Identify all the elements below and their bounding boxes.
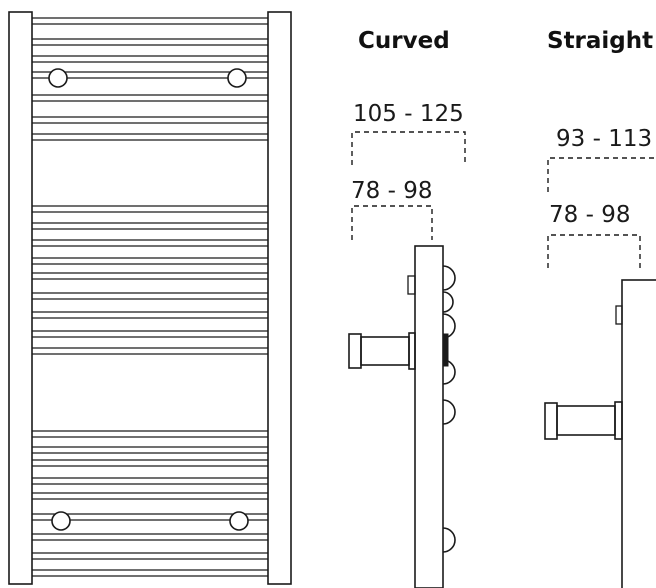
curved-bar-end [442, 399, 456, 425]
bracket-top-right [227, 68, 247, 88]
bracket-top-left [48, 68, 68, 88]
straight-bracket-collar [614, 401, 623, 440]
curved-wall-bracket [348, 332, 416, 370]
straight-bracket-plate [544, 402, 558, 440]
straight-side-view: 93 - 113 78 - 98 [544, 126, 656, 588]
curved-connector-block [442, 333, 449, 367]
curved-bar-end [442, 527, 456, 553]
bracket-bottom-right [229, 511, 249, 531]
header-straight: Straight [547, 28, 653, 54]
left-upright [8, 11, 33, 585]
curved-bracket-plate [348, 333, 362, 369]
straight-bracket-arm [556, 405, 616, 436]
header-curved: Curved [358, 28, 450, 54]
curved-bar-end [442, 291, 454, 313]
right-upright [267, 11, 292, 585]
curved-wall-depth-label: 78 - 98 [351, 178, 432, 204]
front-view-towel-rail [8, 11, 292, 585]
wall-brackets [48, 68, 249, 531]
bracket-bottom-left [51, 511, 71, 531]
curved-total-depth-dimension [351, 131, 466, 165]
straight-wall-bracket [544, 401, 623, 440]
straight-wall-depth-dimension [547, 234, 641, 268]
curved-wall-depth-dimension [351, 205, 433, 240]
horizontal-bars [32, 17, 268, 577]
curved-side-view: 105 - 125 78 - 98 [348, 101, 466, 588]
curved-upright [414, 245, 444, 588]
straight-total-depth-dimension [547, 157, 656, 192]
curved-total-depth-label: 105 - 125 [353, 101, 464, 127]
curved-bracket-collar [408, 332, 416, 370]
curved-bracket-arm [360, 336, 410, 366]
curved-top-clip [407, 275, 416, 295]
curved-bar-end [442, 265, 456, 291]
straight-upright [621, 279, 656, 588]
straight-top-clip [615, 305, 623, 325]
straight-wall-depth-label: 78 - 98 [549, 202, 630, 228]
straight-total-depth-label: 93 - 113 [556, 126, 652, 152]
